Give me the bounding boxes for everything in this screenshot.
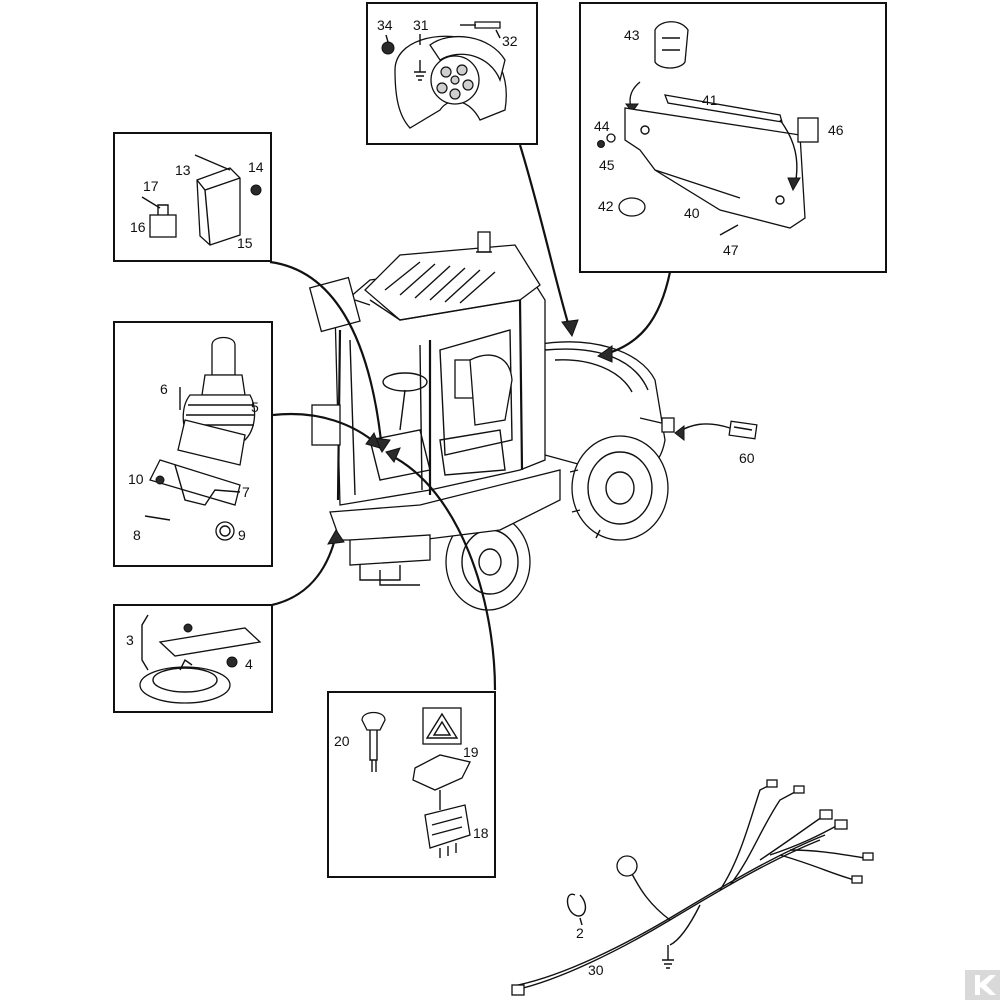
label-10: 10 bbox=[128, 471, 144, 487]
label-46: 46 bbox=[828, 122, 844, 138]
label-40: 40 bbox=[684, 205, 700, 221]
label-18: 18 bbox=[473, 825, 489, 841]
label-42: 42 bbox=[598, 198, 614, 214]
label-17: 17 bbox=[143, 178, 159, 194]
label-41: 41 bbox=[702, 92, 718, 108]
label-20: 20 bbox=[334, 733, 350, 749]
label-5: 5 bbox=[251, 399, 259, 415]
ground-symbol-icon bbox=[662, 945, 674, 969]
arrowheads bbox=[327, 319, 685, 545]
label-34: 34 bbox=[377, 17, 393, 33]
label-19: 19 bbox=[463, 744, 479, 760]
label-32: 32 bbox=[502, 33, 518, 49]
label-8: 8 bbox=[133, 527, 141, 543]
label-2: 2 bbox=[576, 925, 584, 941]
label-44: 44 bbox=[594, 118, 610, 134]
label-15: 15 bbox=[237, 235, 253, 251]
relay-box: 13 14 17 16 15 bbox=[113, 132, 272, 262]
label-30: 30 bbox=[588, 962, 604, 978]
horn-box: 3 4 bbox=[113, 604, 273, 713]
tractor-cab-illustration bbox=[308, 231, 675, 611]
label-47: 47 bbox=[723, 242, 739, 258]
label-9: 9 bbox=[238, 527, 246, 543]
wiring-harness: 2 30 bbox=[511, 779, 874, 996]
label-31: 31 bbox=[413, 17, 429, 33]
label-60: 60 bbox=[739, 450, 755, 466]
label-16: 16 bbox=[130, 219, 146, 235]
label-4: 4 bbox=[245, 656, 253, 672]
trailer-socket-box: 34 31 32 bbox=[366, 2, 538, 145]
label-43: 43 bbox=[624, 27, 640, 43]
label-45: 45 bbox=[599, 157, 615, 173]
rear-plate-box: 43 41 44 45 46 42 40 47 bbox=[579, 2, 887, 273]
connector-arrows bbox=[269, 144, 731, 691]
label-14: 14 bbox=[248, 159, 264, 175]
label-13: 13 bbox=[175, 162, 191, 178]
watermark-logo-icon bbox=[965, 970, 1000, 1000]
joystick-box: 6 5 10 7 8 9 bbox=[113, 321, 273, 567]
lamp-60: 60 bbox=[728, 420, 758, 466]
label-3: 3 bbox=[126, 632, 134, 648]
switches-box: 20 19 18 bbox=[327, 691, 496, 878]
label-7: 7 bbox=[242, 484, 250, 500]
label-6: 6 bbox=[160, 381, 168, 397]
